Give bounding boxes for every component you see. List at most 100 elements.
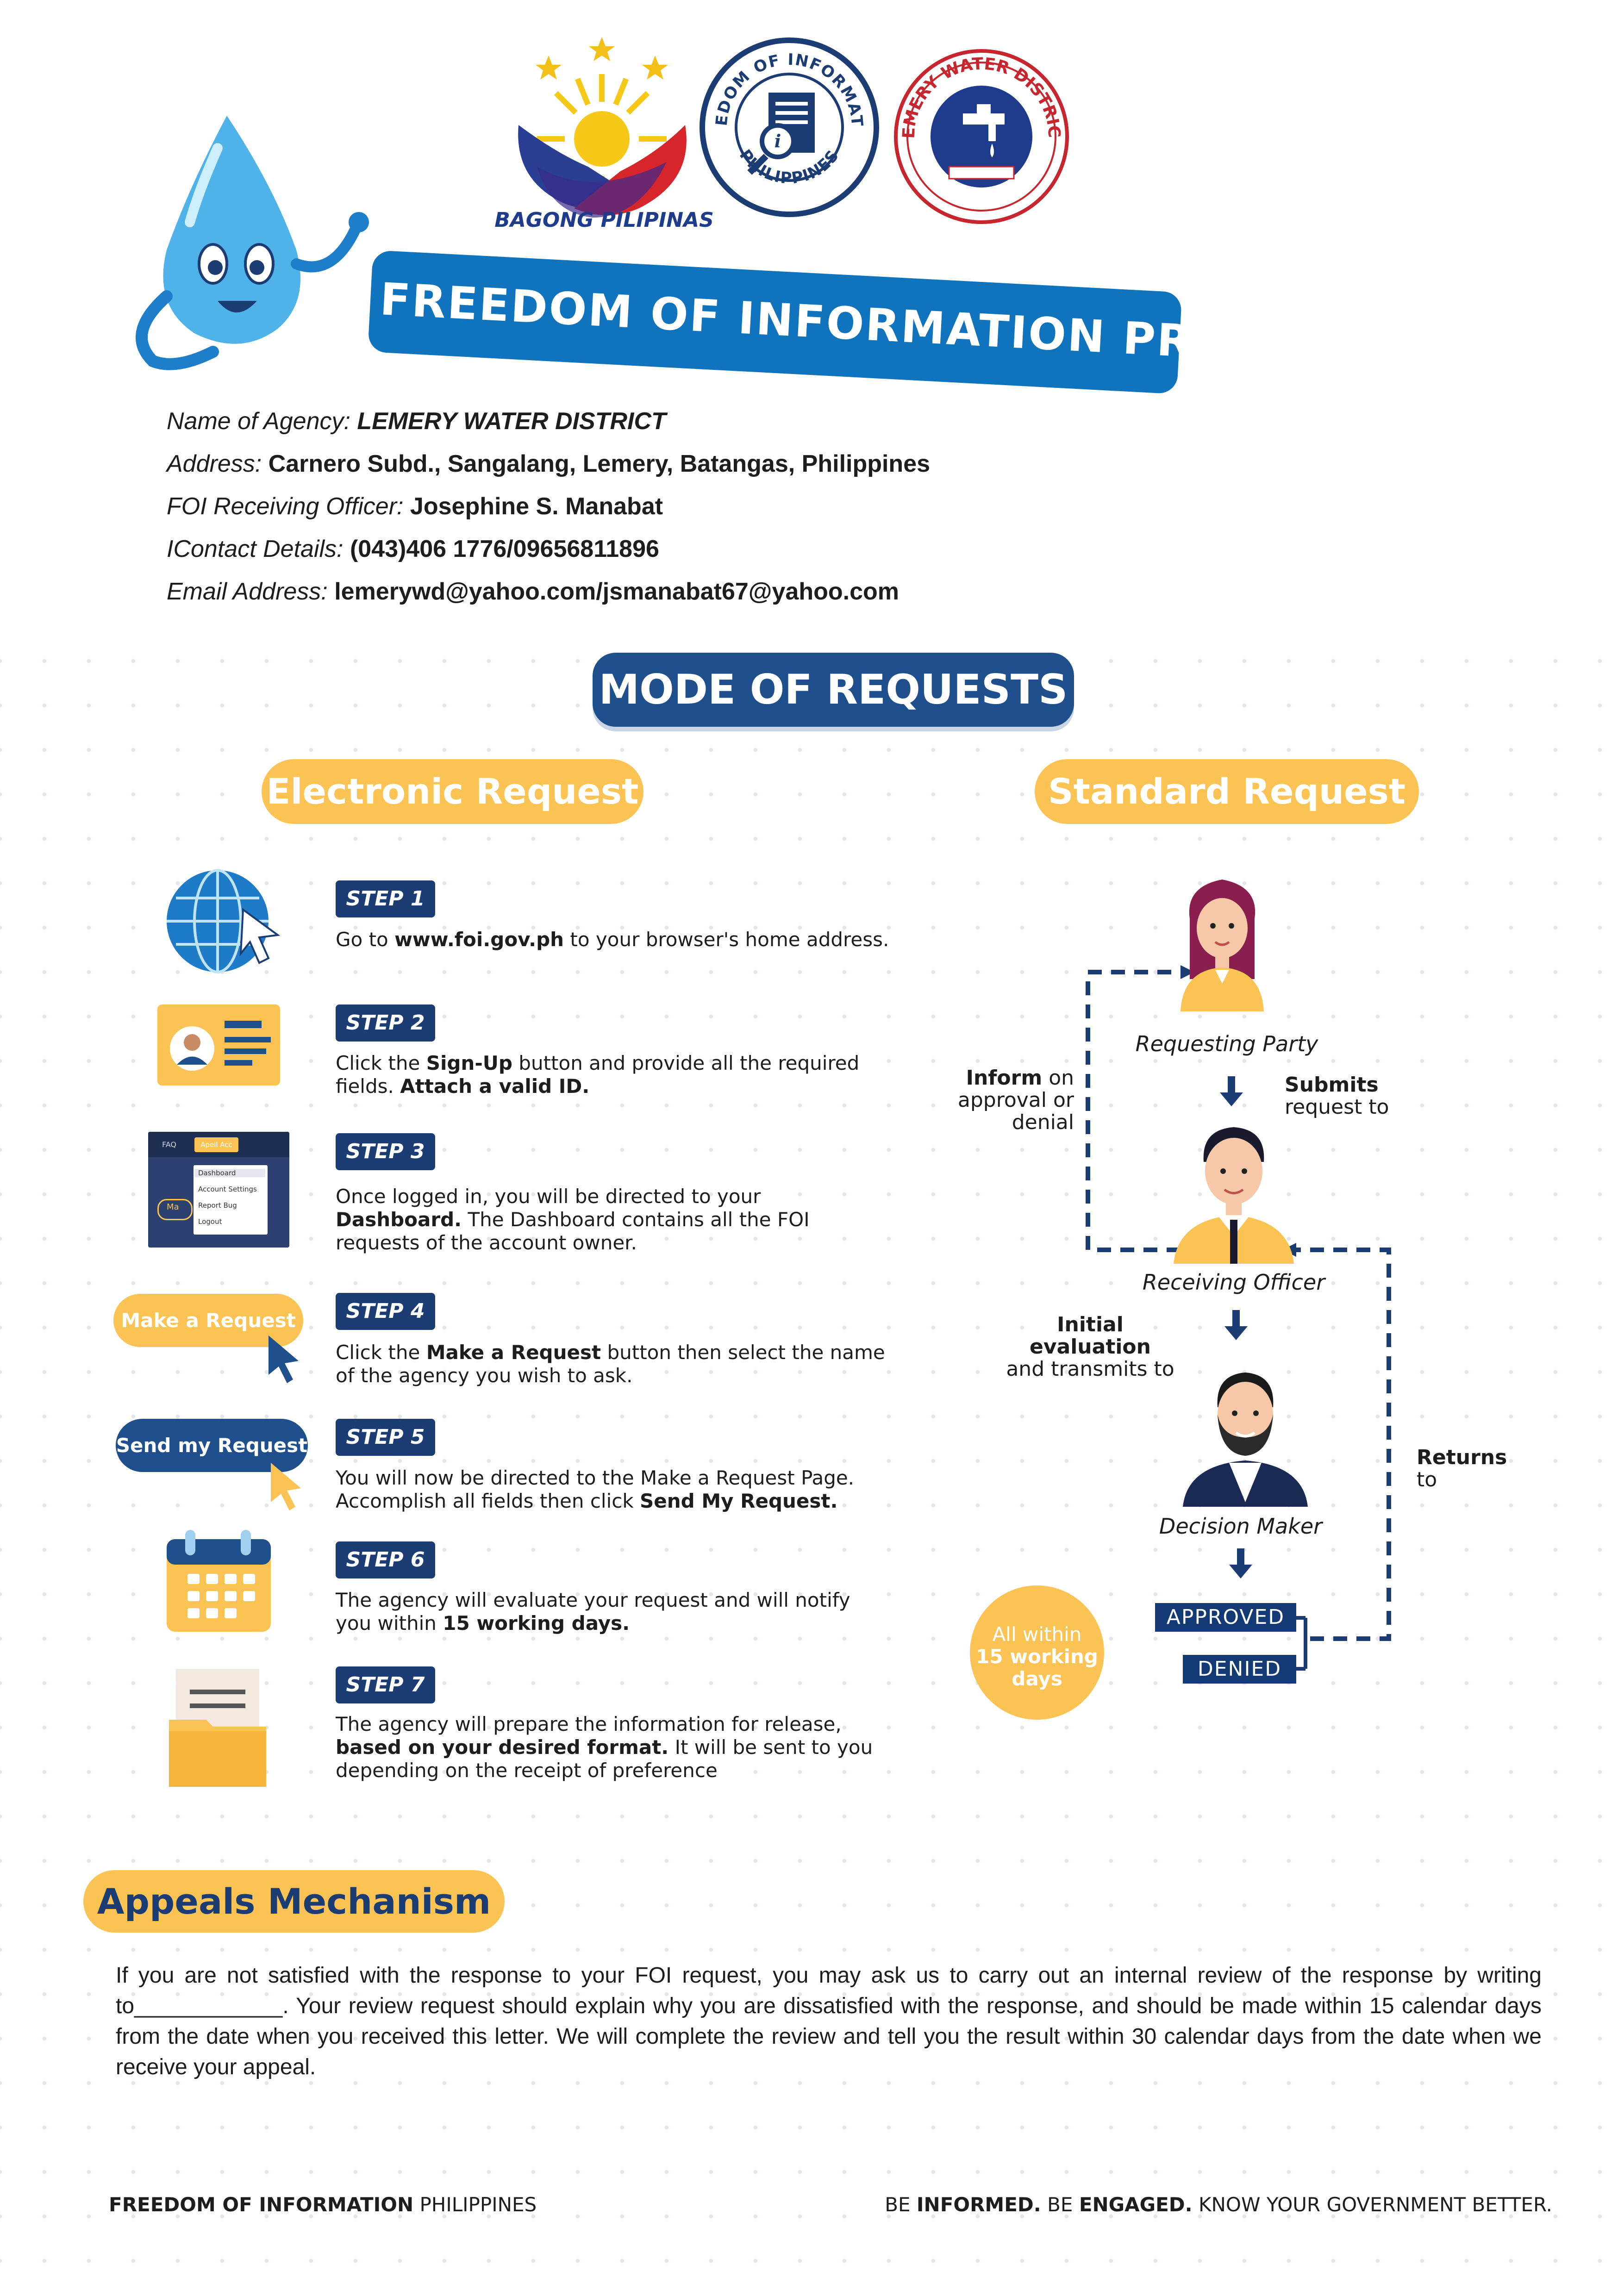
step-text-part: to your browser's home address. [564,928,889,951]
step-text-bold: Dashboard. [336,1208,462,1231]
step-text-part: button and provide all the required fiel… [336,1052,860,1098]
footer-left-rest: PHILIPPINES [413,2193,537,2216]
agency-contact-row: IContact Details: (043)406 1776/09656811… [167,535,1463,563]
dashboard-menu-logout: Logout [198,1217,222,1226]
dashboard-tab-account: Apeil Acc [194,1137,238,1152]
footer-left: FREEDOM OF INFORMATION PHILIPPINES [109,2193,537,2216]
inform-note-rest-3: denial [1012,1111,1074,1134]
submits-note-bold: Submits [1285,1073,1379,1097]
agency-email-label: Email Address: [167,578,328,605]
step-1-text: Go to www.foi.gov.ph to your browser's h… [336,928,891,951]
inform-note-rest-2: approval or [957,1088,1074,1112]
agency-contact-label: IContact Details: [167,536,344,562]
lemery-water-district-seal: LEMERY WATER DISTRICT [893,49,1069,224]
denied-badge: DENIED [1183,1655,1296,1684]
agency-address-value: Carnero Subd., Sangalang, Lemery, Batang… [268,450,931,477]
initial-evaluation-bold: Initial evaluation [1030,1313,1151,1359]
step-text-bold: www.foi.gov.ph [394,928,564,951]
returns-note: Returns to [1417,1447,1507,1491]
agency-email-value: lemerywd@yahoo.com/jsmanabat67@yahoo.com [334,578,899,605]
agency-name-value: LEMERY WATER DISTRICT [357,408,666,435]
appeals-mechanism-text: If you are not satisfied with the respon… [116,1963,1542,2079]
step-text-part: Click the [336,1341,426,1364]
receiving-officer-icon [1174,1127,1294,1264]
agency-email-row: Email Address: lemerywd@yahoo.com/jsmana… [167,578,1463,605]
footer-right-3: BE [1041,2193,1079,2216]
initial-evaluation-note: Initial evaluation and transmits to [995,1314,1185,1380]
step-text-part: The Dashboard contains all the FOI reque… [336,1208,810,1254]
inform-note-bold: Inform [966,1066,1043,1090]
step-text-bold: Sign-Up [426,1052,512,1074]
requesting-party-label: Requesting Party [1135,1031,1318,1056]
step-2-text: Click the Sign-Up button and provide all… [336,1052,891,1098]
step-text-part: Go to [336,928,395,951]
dashboard-menu-account-settings: Account Settings [198,1185,257,1193]
footer-right-4: ENGAGED. [1079,2193,1193,2216]
id-card-icon [157,1004,280,1086]
step-6-text: The agency will evaluate your request an… [336,1589,891,1635]
step-7-tag: STEP 7 [336,1666,435,1703]
agency-officer-value: Josephine S. Manabat [410,493,663,520]
dashboard-menu-dashboard: Dashboard [194,1169,265,1177]
dashboard-menu-report-bug: Report Bug [198,1201,237,1210]
agency-name-row: Name of Agency: LEMERY WATER DISTRICT [167,407,1463,435]
submits-note-rest: request to [1285,1095,1389,1119]
agency-address-label: Address: [167,450,262,477]
globe-cursor-icon [167,869,280,973]
footer-right: BE INFORMED. BE ENGAGED. KNOW YOUR GOVER… [885,2193,1552,2216]
inform-note-rest-1: on [1042,1066,1074,1090]
agency-contact-value: (043)406 1776/09656811896 [350,536,659,562]
days-line-3: days [1012,1667,1062,1690]
step-5-tag: STEP 5 [336,1419,435,1456]
cursor-arrow-icon [271,1463,301,1510]
step-2-tag: STEP 2 [336,1004,435,1042]
step-text-bold: Attach a valid ID. [400,1075,590,1098]
dashboard-side-text: Ma [167,1202,179,1212]
step-text-bold: based on your desired format. [336,1736,669,1759]
folder-document-icon [169,1669,266,1787]
footer-right-2: INFORMED. [916,2193,1041,2216]
initial-evaluation-rest: and transmits to [1006,1357,1174,1381]
flowchart-connectors [1086,965,1391,1671]
bagong-pilipinas-logo [518,37,687,218]
agency-officer-label: FOI Receiving Officer: [167,493,404,520]
dashboard-screenshot-icon: FAQ Apeil Acc Dashboard Account Settings… [148,1132,289,1248]
decision-maker-icon [1183,1373,1308,1507]
step-text-bold: 15 working days. [443,1612,630,1635]
returns-note-bold: Returns [1417,1446,1507,1469]
step-text-bold: Send My Request. [640,1490,838,1512]
step-1-tag: STEP 1 [336,880,435,917]
step-7-text: The agency will prepare the information … [336,1713,891,1782]
foi-philippines-seal: FREEDOM OF INFORMATION PHILIPPINES i [699,37,879,217]
step-4-tag: STEP 4 [336,1293,435,1330]
step-text-part: Click the [336,1052,426,1074]
step-text-bold: Make a Request [426,1341,601,1364]
step-text-part: It will be sent to you depending on the … [336,1736,873,1782]
footer-left-bold: FREEDOM OF INFORMATION [109,2193,414,2216]
requesting-party-icon [1181,880,1264,1011]
inform-note: Inform on approval or denial [940,1067,1074,1134]
electronic-request-title: Electronic Request [262,759,643,824]
approved-badge: APPROVED [1155,1603,1296,1632]
agency-name-label: Name of Agency: [167,408,350,435]
days-line-2: 15 working [976,1645,1098,1668]
water-drop-mascot-icon [136,116,369,370]
agency-officer-row: FOI Receiving Officer: Josephine S. Mana… [167,493,1463,520]
step-6-tag: STEP 6 [336,1541,435,1578]
bagong-pilipinas-caption: BAGONG PILIPINAS [494,208,714,232]
step-3-text: Once logged in, you will be directed to … [336,1185,891,1254]
mode-of-requests-title: MODE OF REQUESTS [593,653,1074,727]
step-text-part: button then select the name of the agenc… [336,1341,885,1387]
footer-right-1: BE [885,2193,917,2216]
step-5-text: You will now be directed to the Make a R… [336,1466,891,1513]
days-line-1: All within [992,1623,1082,1646]
dashboard-tab-faq: FAQ [162,1140,176,1149]
agency-address-row: Address: Carnero Subd., Sangalang, Lemer… [167,450,1463,478]
calendar-icon [167,1530,271,1632]
step-3-tag: STEP 3 [336,1133,435,1170]
submits-note: Submits request to [1285,1074,1389,1118]
returns-note-rest: to [1417,1468,1437,1491]
appeals-mechanism-title: Appeals Mechanism [83,1870,505,1933]
svg-text:i: i [775,131,781,151]
decision-maker-label: Decision Maker [1159,1514,1323,1539]
